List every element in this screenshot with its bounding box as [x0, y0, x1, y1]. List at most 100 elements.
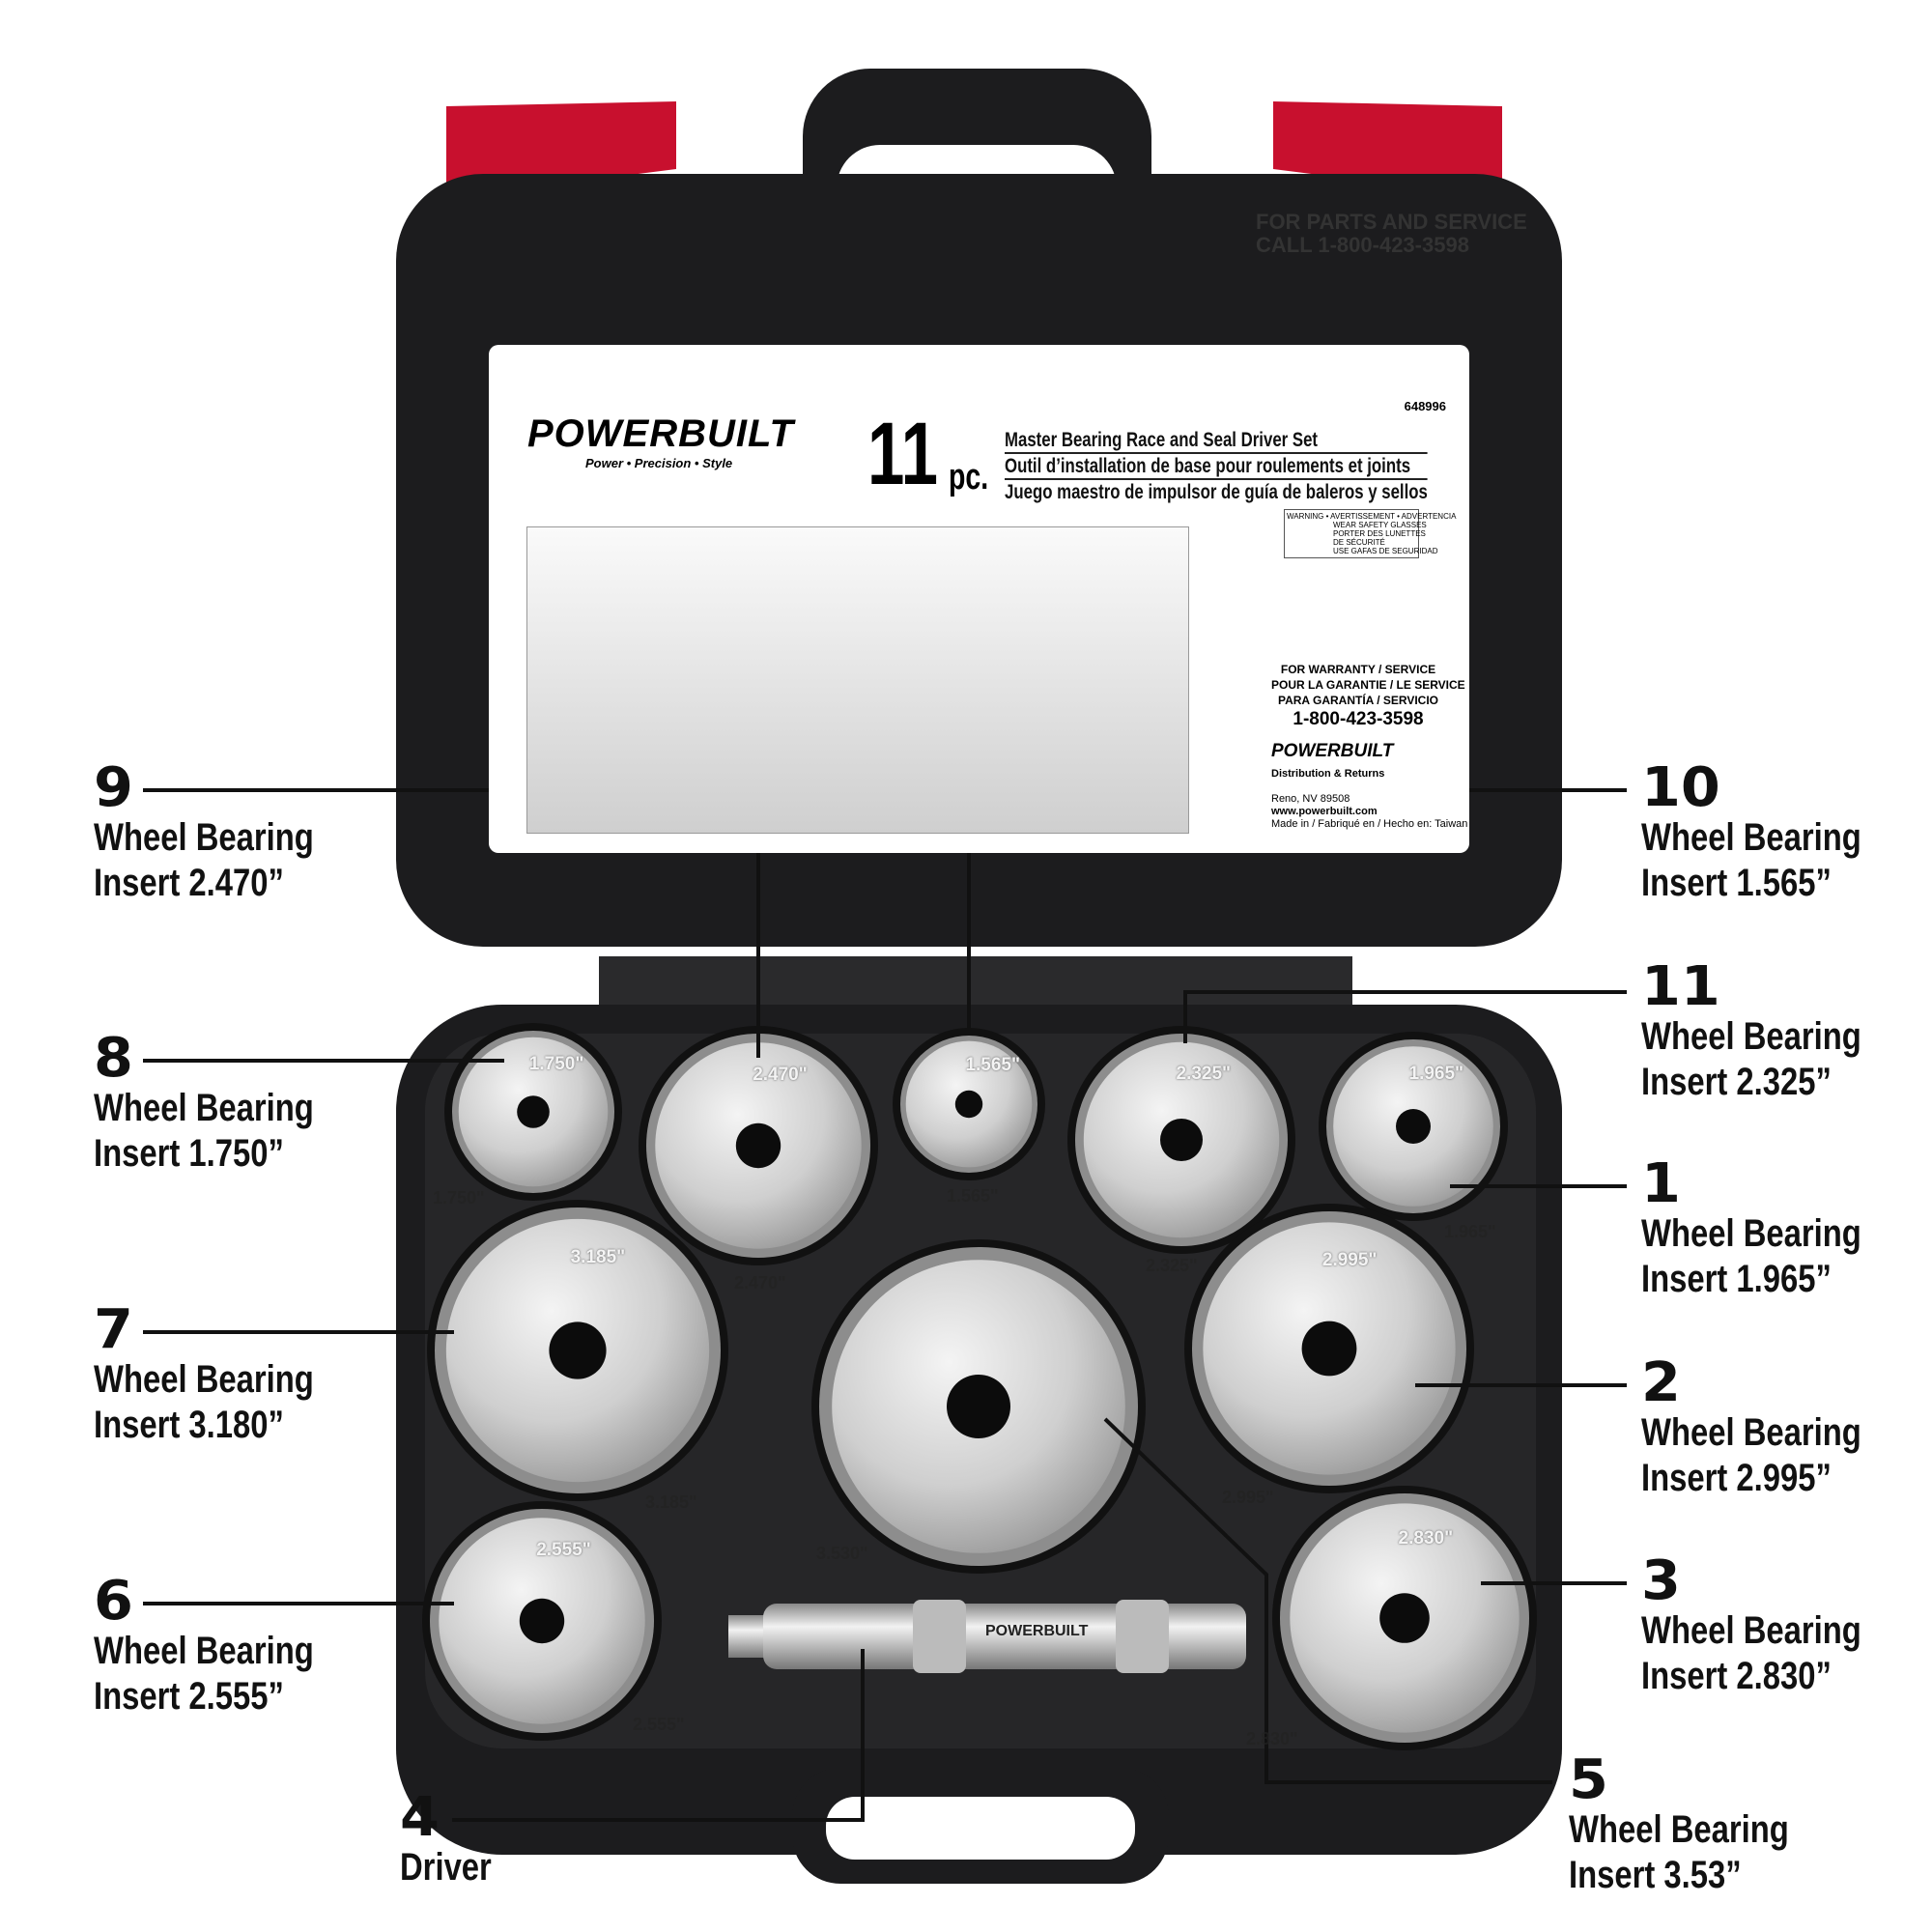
tray-size-label: 1.750" [433, 1188, 485, 1208]
tagline: Power • Precision • Style [585, 456, 733, 470]
safety-warning: WARNING • AVERTISSEMENT • ADVERTENCIA WE… [1284, 509, 1457, 558]
service-phone: 1-800-423-3598 [1293, 709, 1424, 729]
tray-size-label: 2.325" [1146, 1256, 1198, 1275]
tray-size-label: 2.470" [734, 1273, 786, 1293]
disc-hole [1160, 1119, 1203, 1161]
disc-hole [735, 1122, 781, 1169]
dist-line: Distribution & Returns [1271, 768, 1385, 780]
warning-line: USE GAFAS DE SEGURIDAD [1333, 547, 1438, 555]
tray-size-label: 3.185" [645, 1492, 697, 1512]
callout-label: Wheel Bearing [94, 816, 314, 859]
callout-number: 4 [400, 1786, 440, 1849]
warning-line: WEAR SAFETY GLASSES [1333, 521, 1427, 529]
callout-number: 5 [1569, 1748, 1608, 1811]
callout-label: Insert 2.995” [1641, 1457, 1832, 1499]
warning-line: DE SÉCURITÉ [1333, 538, 1385, 547]
callout-number: 9 [94, 756, 133, 819]
website: www.powerbuilt.com [1271, 806, 1378, 817]
address-block: Distribution & Returns Reno, NV 89508 ww… [1271, 768, 1467, 831]
callout-number: 7 [94, 1298, 133, 1361]
title-en: Master Bearing Race and Seal Driver Set [1005, 428, 1428, 454]
disc-hole [954, 1090, 983, 1119]
tray-size-label: 1.565" [947, 1186, 999, 1206]
disc-hole [549, 1321, 607, 1379]
tray-size-label: 2.830" [1246, 1729, 1298, 1748]
callout-label: Insert 1.965” [1641, 1258, 1832, 1300]
disc-size-stamp: 2.830" [1398, 1528, 1454, 1549]
emboss-line: CALL 1-800-423-3598 [1256, 233, 1469, 257]
callout-leader-line [452, 1649, 865, 1822]
lid-emboss: FOR PARTS AND SERVICE CALL 1-800-423-359… [1256, 211, 1527, 257]
disc-size-stamp: 2.555" [536, 1540, 591, 1561]
tray-size-label: 1.965" [1444, 1222, 1496, 1241]
powerbuilt-logo: POWERBUILT Power • Precision • Style [527, 412, 794, 470]
callout-number: 11 [1641, 955, 1720, 1018]
disc-hole [1379, 1593, 1430, 1643]
callout-label: Insert 2.830” [1641, 1655, 1832, 1697]
disc-size-stamp: 3.185" [570, 1247, 626, 1268]
warning-line: PORTER DES LUNETTES [1333, 529, 1426, 538]
powerbuilt-logo-small: POWERBUILT [1271, 741, 1394, 761]
callout-label: Driver [400, 1846, 492, 1889]
callout-label: Wheel Bearing [94, 1087, 314, 1129]
address: Reno, NV 89508 [1271, 793, 1350, 805]
disc-size-stamp: 1.750" [528, 1053, 584, 1074]
service-line: PARA GARANTÍA / SERVICIO [1277, 694, 1438, 707]
title-fr: Outil d’installation de base pour roulem… [1005, 454, 1428, 480]
callout-label: Insert 2.470” [94, 862, 284, 904]
service-line: FOR WARRANTY / SERVICE [1280, 663, 1436, 676]
callout-number: 2 [1641, 1351, 1681, 1414]
disc-hole [517, 1095, 550, 1128]
piece-unit: pc. [949, 457, 989, 497]
set-title: Master Bearing Race and Seal Driver Set … [1005, 428, 1533, 504]
set-photo [526, 526, 1189, 834]
tray-size-label: 2.555" [633, 1715, 685, 1734]
callout-label: Insert 3.53” [1569, 1854, 1742, 1896]
disc-hole [519, 1598, 565, 1644]
callout-number: 1 [1641, 1152, 1681, 1215]
callout-label: Insert 1.750” [94, 1132, 284, 1175]
service-line: POUR LA GARANTIE / LE SERVICE [1271, 678, 1465, 692]
disc-size-stamp: 1.565" [965, 1054, 1020, 1075]
callout-number: 8 [94, 1027, 133, 1090]
disc-hole [947, 1375, 1010, 1438]
callout-label: Insert 2.325” [1641, 1061, 1832, 1103]
callout-number: 6 [94, 1570, 133, 1633]
warning-header: WARNING • AVERTISSEMENT • ADVERTENCIA [1287, 512, 1457, 521]
disc-hole [1301, 1321, 1357, 1377]
callout-label: Wheel Bearing [1569, 1808, 1789, 1851]
service-info: FOR WARRANTY / SERVICE POUR LA GARANTIE … [1271, 662, 1465, 731]
disc-size-stamp: 1.965" [1408, 1064, 1464, 1085]
callout-label: Wheel Bearing [94, 1358, 314, 1401]
title-es: Juego maestro de impulsor de guía de bal… [1005, 481, 1428, 503]
callout-number: 3 [1641, 1549, 1681, 1612]
label-card: POWERBUILT Power • Precision • Style 648… [489, 345, 1469, 853]
callout-label: Wheel Bearing [1641, 816, 1861, 859]
disc-hole [1396, 1109, 1431, 1144]
callout-label: Wheel Bearing [1641, 1609, 1861, 1652]
driver-brand: POWERBUILT [985, 1623, 1089, 1639]
callout-label: Wheel Bearing [94, 1630, 314, 1672]
callout-leader-line [1103, 1417, 1552, 1784]
emboss-line: FOR PARTS AND SERVICE [1256, 210, 1527, 234]
callout-label: Wheel Bearing [1641, 1015, 1861, 1058]
callout-label: Wheel Bearing [1641, 1212, 1861, 1255]
tray-size-label: 3.530" [816, 1544, 868, 1563]
disc-size-stamp: 2.470" [753, 1065, 808, 1086]
callout-label: Insert 1.565” [1641, 862, 1832, 904]
disc-size-stamp: 2.325" [1176, 1063, 1232, 1084]
callout-leader-line [1183, 990, 1627, 1043]
piece-count: 11 [867, 405, 938, 503]
